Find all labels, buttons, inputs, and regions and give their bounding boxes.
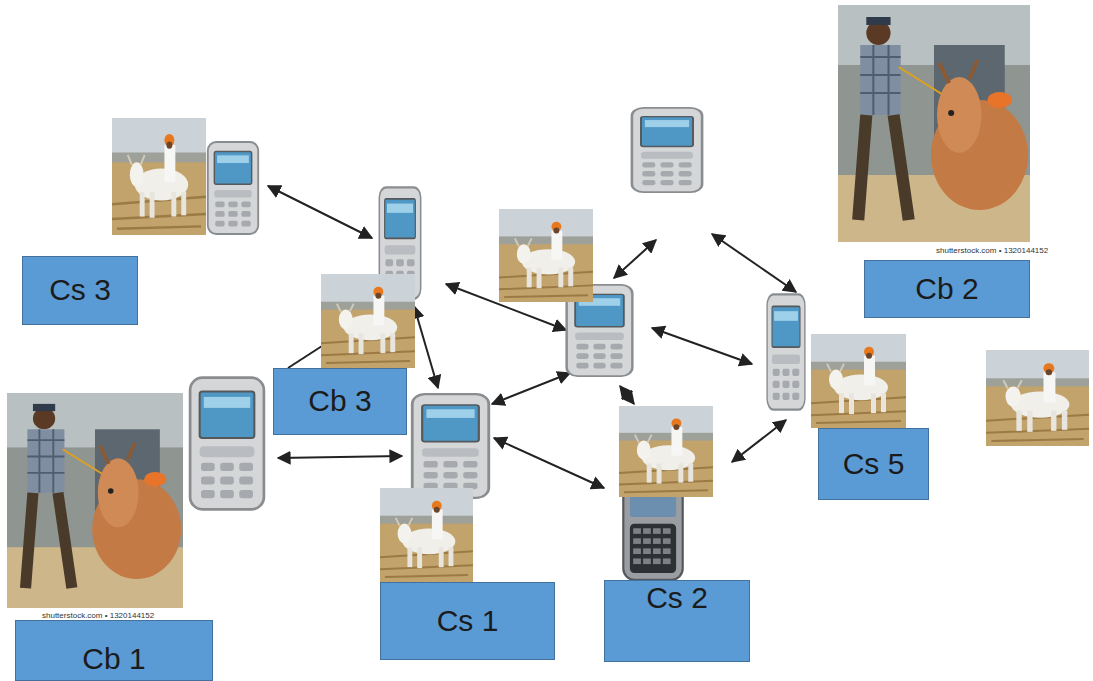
- phones: [190, 108, 805, 580]
- cow-photo: [986, 350, 1089, 446]
- link-arrow: [614, 240, 656, 278]
- label-box: Cb 2: [864, 260, 1030, 318]
- phone-icon: [208, 142, 258, 234]
- box-label: Cs 5: [843, 447, 905, 482]
- phone-icon: [412, 394, 489, 498]
- link-arrow: [492, 373, 570, 404]
- cow-photos: [7, 5, 1089, 608]
- link-arrow: [620, 386, 634, 404]
- link-arrow: [732, 420, 786, 462]
- cow-photo: [811, 334, 906, 428]
- label-box: Cs 5: [818, 428, 929, 500]
- box-label: Cb 1: [82, 642, 145, 677]
- box-label: Cb 3: [308, 384, 371, 419]
- link-arrow: [712, 234, 796, 292]
- box-label: Cs 3: [49, 273, 111, 308]
- cow-photo: [112, 118, 206, 235]
- box-label: Cs 2: [646, 581, 708, 616]
- link-arrow: [652, 328, 752, 364]
- connection-arrows: [268, 186, 796, 488]
- label-box: Cs 1: [380, 582, 555, 660]
- phone-icon: [767, 294, 805, 409]
- label-box: Cb 1: [15, 620, 213, 681]
- phone-icon: [190, 378, 264, 510]
- watermark-text: shutterstock.com • 1320144152: [934, 246, 1050, 255]
- man-cow-photo: [838, 5, 1030, 242]
- link-arrow: [268, 186, 372, 238]
- label-box: Cs 3: [22, 256, 138, 325]
- cow-photo: [321, 274, 415, 368]
- link-arrow: [414, 306, 438, 388]
- box-label: Cs 1: [437, 604, 499, 639]
- phone-icon: [632, 108, 702, 192]
- label-box: Cs 2: [604, 580, 750, 662]
- cow-photo: [499, 209, 593, 302]
- watermark-text: shutterstock.com • 1320144152: [40, 611, 156, 620]
- link-line: [288, 346, 322, 368]
- box-label: Cb 2: [915, 272, 978, 307]
- link-arrow: [494, 438, 604, 488]
- man-cow-photo: [7, 393, 183, 608]
- label-box: Cb 3: [273, 368, 407, 435]
- cow-photo: [619, 406, 713, 497]
- link-arrow: [278, 456, 402, 458]
- cow-photo: [380, 488, 473, 582]
